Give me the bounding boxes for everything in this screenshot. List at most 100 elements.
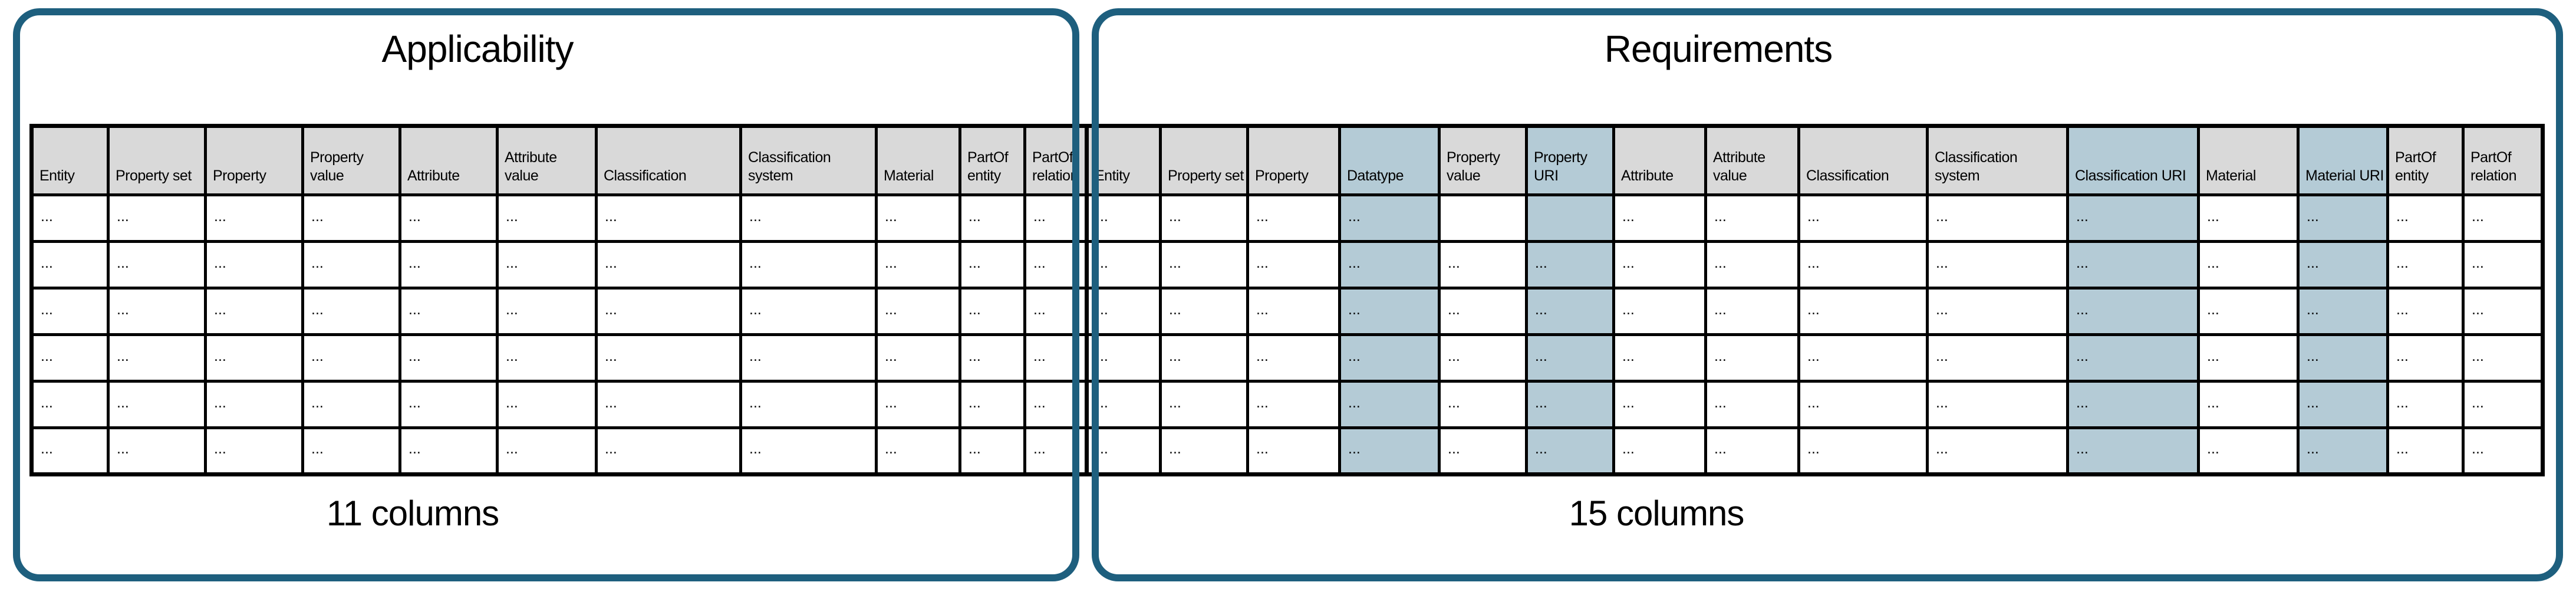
table-cell: ... [1438,380,1528,429]
table-cell: ... [107,426,207,476]
table-cell: ... [204,380,304,429]
table-cell: ... [1338,333,1441,383]
column-header: Classification [595,124,742,196]
table-cell: ... [301,240,401,290]
table-cell: ... [30,240,110,290]
table-cell: ... [1085,193,1162,243]
table-cell: ... [2066,193,2200,243]
column-header: Material [875,124,961,196]
column-header: PartOf relation [1023,124,1088,196]
table-cell: ... [1023,380,1088,429]
table-cell: ... [595,426,742,476]
column-header: Attribute [1612,124,1707,196]
table-cell: ... [1704,333,1800,383]
table-cell: ... [1338,193,1441,243]
table-cell: ... [30,333,110,383]
column-header: Property set [1159,124,1249,196]
table-cell: ... [107,240,207,290]
table-row: ........................................… [1085,287,2544,336]
table-cell: ... [2386,426,2465,476]
table-cell: ... [2386,240,2465,290]
table-cell: ... [496,240,598,290]
table-row: ........................................… [1085,380,2544,429]
table-cell: ... [1246,426,1341,476]
table-cell: ... [2386,193,2465,243]
table-cell: ... [1704,380,1800,429]
table-cell: ... [2386,287,2465,336]
table-cell: ... [398,287,499,336]
table-cell: ... [1704,426,1800,476]
table-cell: ... [1525,240,1615,290]
table-cell: ... [1085,333,1162,383]
table-cell: ... [875,380,961,429]
table-cell: ... [1159,240,1249,290]
table-cell: ... [398,380,499,429]
table-cell: ... [2297,333,2389,383]
table-cell: ... [1085,380,1162,429]
table-row: ........................................… [1085,333,2544,383]
table-row: ....................................... [1085,193,2544,243]
table-cell: ... [204,193,304,243]
table-cell: ... [1159,380,1249,429]
table-cell: ... [739,333,878,383]
table-cell [1525,193,1615,243]
table-cell: ... [958,333,1026,383]
table-cell: ... [2297,380,2389,429]
column-header: Entity [30,124,110,196]
table-cell [1438,193,1528,243]
table-cell: ... [1085,240,1162,290]
table-row: ................................. [30,287,1088,336]
table-cell: ... [875,240,961,290]
table-cell: ... [1159,287,1249,336]
table-cell: ... [1612,193,1707,243]
table-cell: ... [1159,193,1249,243]
table-cell: ... [2462,193,2544,243]
table-cell: ... [2462,287,2544,336]
table-cell: ... [2066,240,2200,290]
table-cell: ... [958,426,1026,476]
table-cell: ... [1926,426,2069,476]
column-header: Classification URI [2066,124,2200,196]
table-cell: ... [2066,287,2200,336]
table-cell: ... [875,426,961,476]
table-cell: ... [1926,240,2069,290]
table-cell: ... [301,333,401,383]
column-header: Attribute value [496,124,598,196]
applicability-panel-title: Applicability [381,28,574,70]
requirements-column-count-caption: 15 columns [1569,494,1745,533]
table-cell: ... [1704,193,1800,243]
table-cell: ... [875,287,961,336]
table-cell: ... [1797,240,1929,290]
table-cell: ... [958,287,1026,336]
table-cell: ... [595,333,742,383]
column-header: Property URI [1525,124,1615,196]
table-cell: ... [496,193,598,243]
table-cell: ... [204,333,304,383]
table-row: ................................. [30,426,1088,476]
table-cell: ... [2197,240,2300,290]
table-cell: ... [398,426,499,476]
table-cell: ... [1023,287,1088,336]
table-cell: ... [958,240,1026,290]
table-cell: ... [496,426,598,476]
table-cell: ... [2197,193,2300,243]
table-cell: ... [2297,193,2389,243]
table-cell: ... [301,193,401,243]
table-cell: ... [1797,287,1929,336]
table-cell: ... [595,240,742,290]
table-cell: ... [107,380,207,429]
column-header: Material [2197,124,2300,196]
table-cell: ... [1246,240,1341,290]
table-cell: ... [1023,193,1088,243]
table-cell: ... [2386,380,2465,429]
table-cell: ... [2066,333,2200,383]
column-header: Property [1246,124,1341,196]
table-cell: ... [1612,240,1707,290]
table-cell: ... [30,426,110,476]
table-cell: ... [739,193,878,243]
requirements-panel-title: Requirements [1604,28,1833,70]
table-cell: ... [1023,426,1088,476]
